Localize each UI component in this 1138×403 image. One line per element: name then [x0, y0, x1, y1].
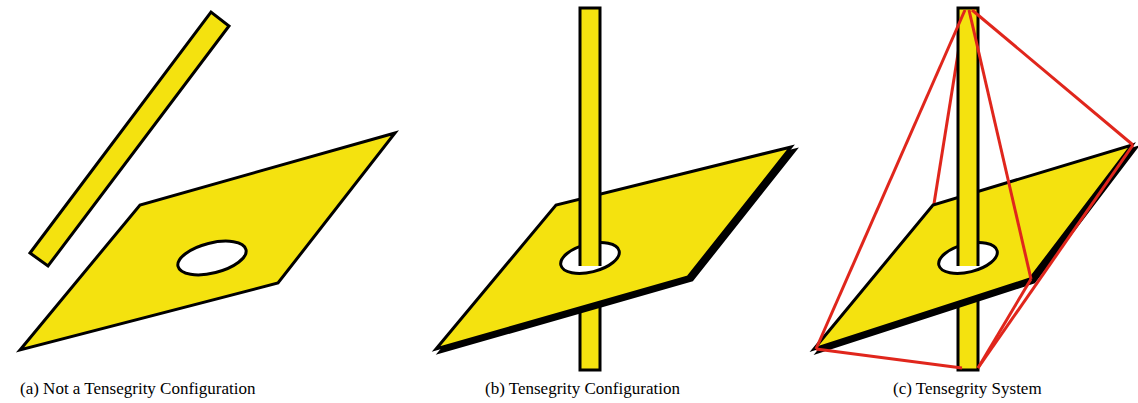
figure-caption: (a) Not a Tensegrity Configuration	[20, 379, 256, 399]
cable	[978, 145, 1133, 368]
hole	[174, 235, 249, 281]
plate	[20, 133, 395, 350]
figure-caption: (c) Tensegrity System	[893, 379, 1042, 399]
figure-caption: (b) Tensegrity Configuration	[485, 379, 680, 399]
cable	[816, 10, 965, 349]
bar-upper	[958, 8, 978, 266]
cable	[816, 349, 962, 368]
plate	[436, 147, 791, 349]
cable	[969, 10, 1031, 279]
bar-upper	[580, 8, 600, 266]
